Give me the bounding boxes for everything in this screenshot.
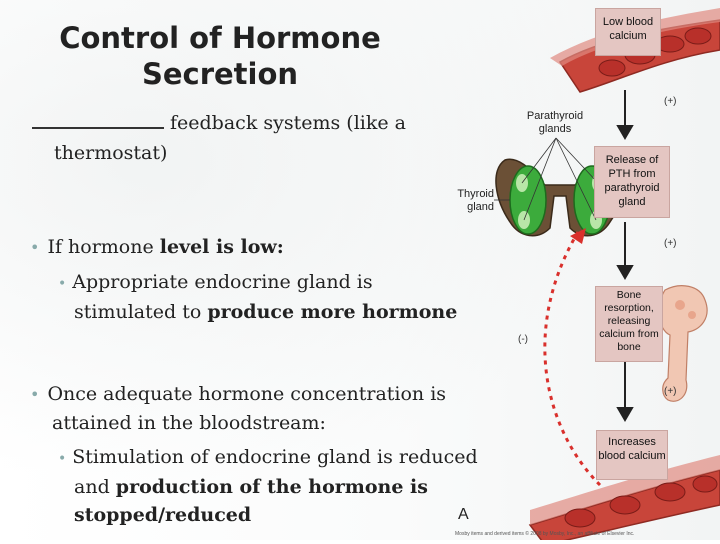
minus-sign: (-)	[518, 334, 528, 345]
bullet1-bold: level is low:	[159, 236, 284, 258]
bullet1-sub-prefix: Appropriate endocrine gland is stimulate…	[72, 271, 373, 323]
sub-bullet-produce: • Appropriate endocrine gland is stimulat…	[58, 268, 468, 326]
plus-sign-3: (+)	[664, 386, 677, 397]
intro-text: feedback systems (like a thermostat)	[54, 112, 406, 164]
bullet1-prefix: If hormone	[47, 236, 160, 258]
slide-title: Control of Hormone Secretion	[30, 20, 410, 92]
fill-in-blank	[32, 109, 164, 129]
box-low-blood-calcium: Low blood calcium	[595, 8, 661, 56]
label-parathyroid: Parathyroid glands	[526, 110, 584, 135]
box-release-pth: Release of PTH from parathyroid gland	[594, 146, 670, 218]
bullet2-sub-bold: production of the hormone is stopped/red…	[74, 476, 428, 526]
bullet-low-level: • If hormone level is low:	[30, 233, 460, 262]
box-release-pth-text: Release of PTH from parathyroid gland	[604, 154, 660, 208]
label-pointers	[494, 137, 599, 221]
bone-icon	[658, 285, 708, 402]
box-bone-text: Bone resorption, releasing calcium from …	[599, 289, 659, 353]
sub-bullet-reduced: • Stimulation of endocrine gland is reduc…	[58, 443, 498, 529]
calcium-feedback-diagram: Low blood calcium Release of PTH from pa…	[450, 0, 720, 544]
sub-bullet-dot-icon: •	[58, 276, 67, 292]
bullet-dot-icon: •	[30, 238, 40, 257]
title-line-1: Control of Hormone	[59, 21, 381, 55]
bullet-dot-icon: •	[30, 385, 40, 404]
label-thyroid: Thyroid gland	[457, 188, 494, 213]
plus-sign-2: (+)	[664, 238, 677, 249]
box-increases-calcium: Increases blood calcium	[596, 430, 668, 480]
intro-line: feedback systems (like a thermostat)	[32, 108, 452, 168]
bullet2-sub-prefix: Stimulation of endocrine gland is reduce…	[72, 446, 478, 498]
diagram-graphics	[494, 8, 720, 544]
figure-credit: Mosby items and derived items © 2008 by …	[455, 531, 635, 537]
title-line-2: Secretion	[141, 57, 299, 91]
bullet-adequate: • Once adequate hormone concentration is …	[30, 380, 490, 437]
bullet1-sub-bold: produce more hormone	[207, 301, 458, 323]
bullet2-text: Once adequate hormone concentration is a…	[47, 383, 447, 434]
sub-bullet-dot-icon: •	[58, 451, 67, 467]
flow-arrows	[616, 90, 634, 422]
box-low-calcium-text: Low blood calcium	[602, 16, 654, 42]
blood-vessel-bottom-icon	[528, 455, 720, 544]
negative-feedback-arrow	[543, 228, 602, 487]
box-bone-resorption: Bone resorption, releasing calcium from …	[595, 286, 663, 362]
plus-sign-1: (+)	[664, 96, 677, 107]
figure-letter: A	[458, 506, 469, 523]
box-increase-text: Increases blood calcium	[598, 436, 666, 462]
